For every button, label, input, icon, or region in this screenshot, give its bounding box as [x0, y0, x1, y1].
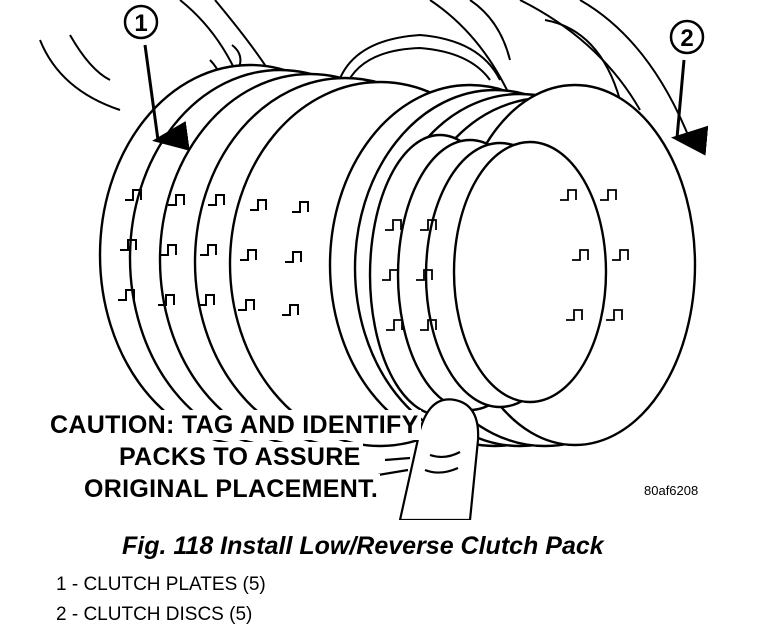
clutch-discs-group — [328, 83, 697, 448]
clutch-pack-illustration: 1 2 — [39, 0, 709, 520]
legend-item-clutch-discs: 2 - CLUTCH DISCS (5) — [56, 604, 253, 625]
callout-2: 2 — [669, 19, 709, 156]
clutch-disc-inner — [452, 140, 608, 404]
plate-teeth — [118, 189, 309, 316]
callout-1-arrow — [143, 44, 190, 151]
callout-2-arrow — [671, 59, 709, 156]
callout-1: 1 — [123, 4, 190, 151]
caution-text-line-3: ORIGINAL PLACEMENT. — [82, 474, 381, 504]
caution-text-line-2: PACKS TO ASSURE — [117, 442, 363, 472]
callout-1-label: 1 — [134, 10, 147, 37]
figure-reference-code: 80af6208 — [644, 483, 699, 498]
figure-caption: Fig. 118 Install Low/Reverse Clutch Pack — [122, 532, 604, 560]
hand — [377, 398, 480, 520]
disc-splines — [382, 189, 629, 331]
legend-item-clutch-plates: 1 - CLUTCH PLATES (5) — [56, 574, 266, 595]
callout-2-label: 2 — [680, 25, 693, 52]
caution-text-line-1: CAUTION: TAG AND IDENTIFY — [48, 410, 421, 440]
